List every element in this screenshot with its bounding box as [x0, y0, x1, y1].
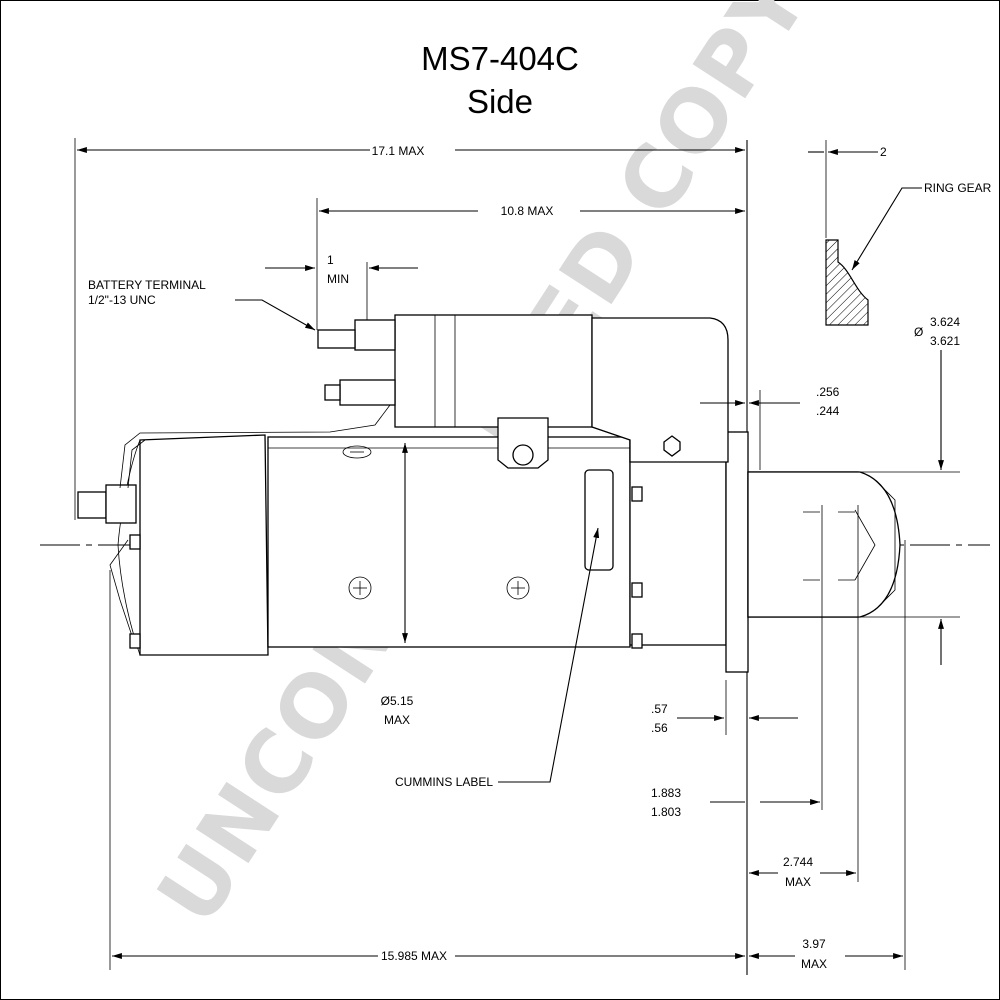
- flange-gap-min: .56: [651, 721, 668, 735]
- solenoid-length-dim: 10.8 MAX: [501, 204, 554, 218]
- pinion-ext-unit: MAX: [785, 875, 811, 889]
- ring-gear-label: RING GEAR: [924, 181, 992, 195]
- pilot-dia-max: 3.624: [930, 315, 960, 329]
- battery-terminal-label: BATTERY TERMINAL: [88, 278, 206, 292]
- cummins-label-callout: CUMMINS LABEL: [395, 775, 493, 789]
- nose-length-unit: MAX: [801, 957, 827, 971]
- ring-gear-offset-dim: 2: [880, 145, 887, 159]
- flange-thick-max: .256: [816, 385, 840, 399]
- body-dia-unit: MAX: [384, 713, 410, 727]
- flange-thick-min: .244: [816, 404, 840, 418]
- flange-gap-max: .57: [651, 702, 668, 716]
- nose-length-value: 3.97: [802, 937, 826, 951]
- pilot-dia-symbol: Ø: [914, 325, 923, 339]
- pinion-pos-max: 1.883: [651, 786, 681, 800]
- starter-body: [77, 314, 901, 673]
- drawing-subtitle: Side: [467, 83, 533, 120]
- pilot-dia-min: 3.621: [930, 334, 960, 348]
- pinion-ext-value: 2.744: [783, 855, 813, 869]
- body-length-dim: 15.985 MAX: [381, 949, 447, 963]
- terminal-gap-unit: MIN: [327, 272, 349, 286]
- battery-terminal-thread: 1/2"-13 UNC: [88, 293, 156, 307]
- terminal-gap-value: 1: [327, 253, 334, 267]
- body-dia-value: Ø5.15: [381, 694, 414, 708]
- pinion-pos-min: 1.803: [651, 805, 681, 819]
- ring-gear: [825, 239, 869, 326]
- drawing-title: MS7-404C: [421, 40, 579, 77]
- overall-length-dim: 17.1 MAX: [372, 144, 425, 158]
